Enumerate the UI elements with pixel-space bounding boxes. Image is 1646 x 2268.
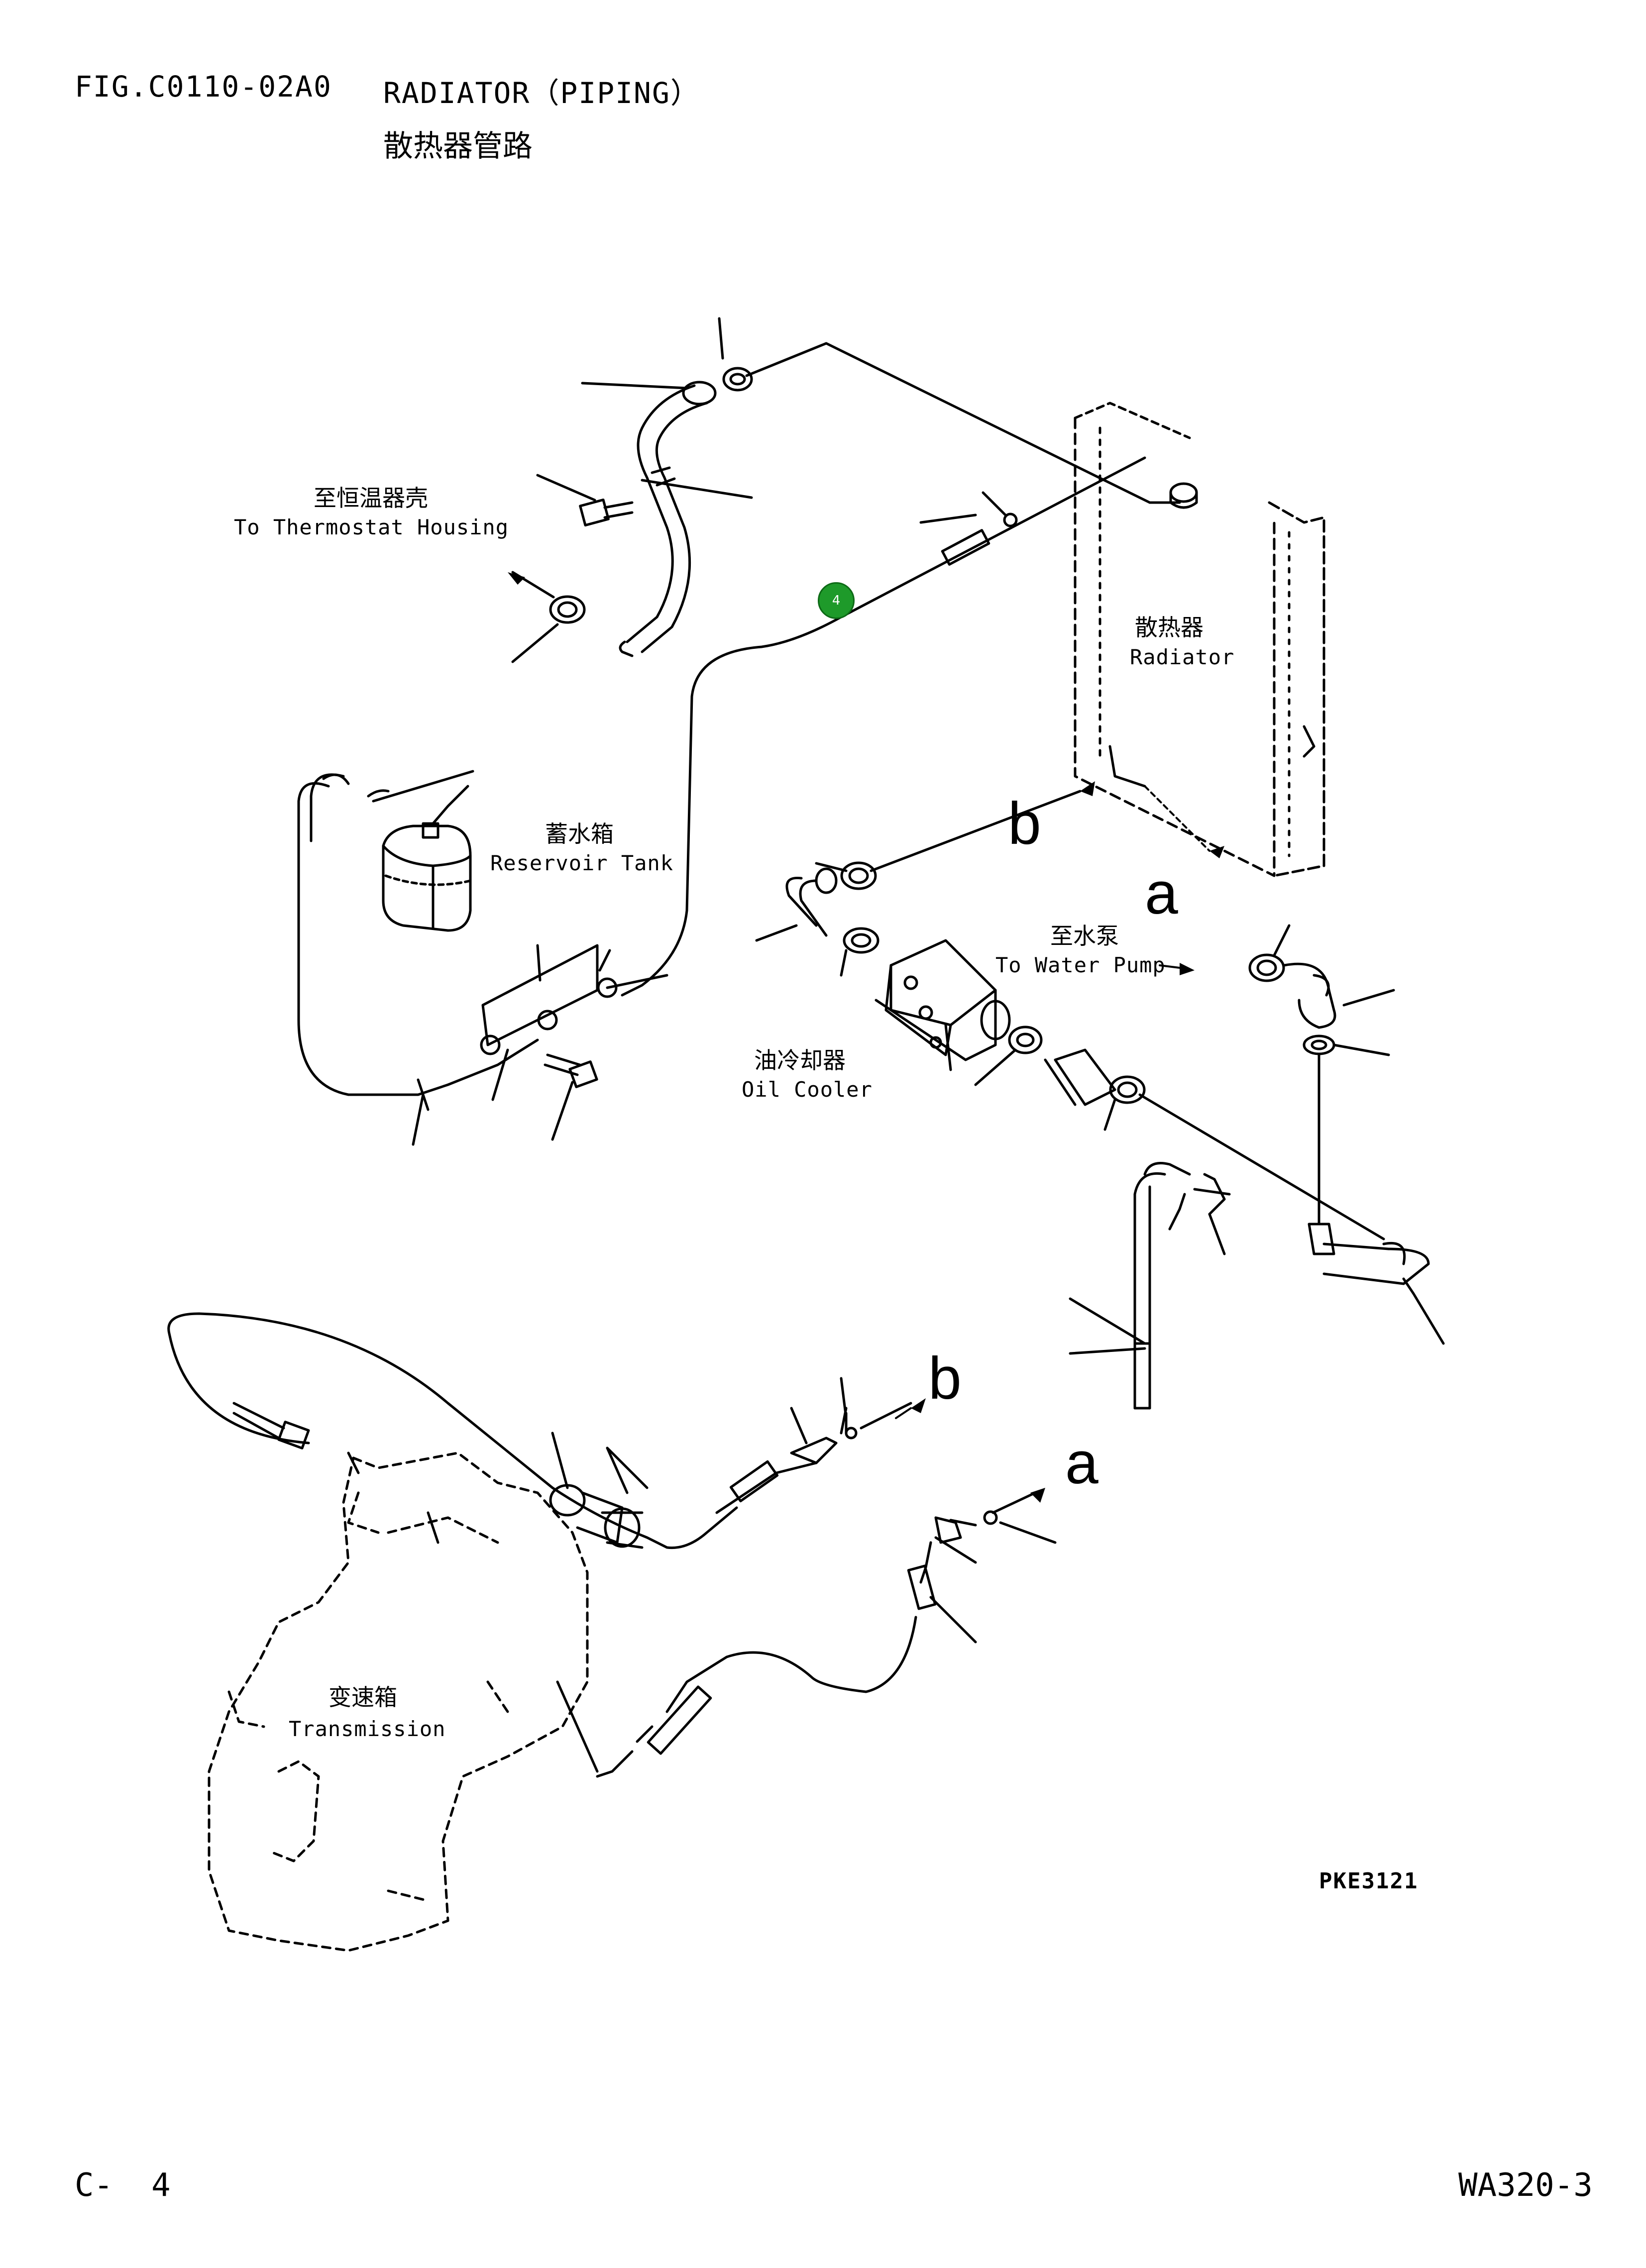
lower-b-connector bbox=[715, 1377, 912, 1514]
radiator-label-en: Radiator bbox=[1130, 645, 1235, 669]
water-pump-label-cn: 至水泵 bbox=[1050, 923, 1119, 949]
radiator-label-cn: 散热器 bbox=[1135, 614, 1204, 641]
reservoir-tank bbox=[367, 770, 474, 932]
thermostat-label-en: To Thermostat Housing bbox=[234, 515, 509, 539]
overflow-hose bbox=[621, 456, 1146, 997]
thermostat-clamp bbox=[511, 571, 586, 663]
vent-hose-top bbox=[718, 317, 1181, 504]
connection-mark-a-upper: a bbox=[1145, 860, 1178, 927]
oil-cooler bbox=[875, 939, 1011, 1071]
oil-cooler-label-en: Oil Cooler bbox=[742, 1077, 873, 1102]
transmission-fitting bbox=[549, 1432, 649, 1549]
lower-a-connector bbox=[907, 1491, 1057, 1644]
oil-cooler-label-cn: 油冷却器 bbox=[754, 1047, 846, 1074]
thermostat-bolt bbox=[536, 474, 634, 527]
thermostat-label-cn: 至恒温器壳 bbox=[314, 485, 428, 512]
connection-mark-b-upper: b bbox=[1008, 790, 1041, 857]
figure-title: RADIATOR（PIPING） bbox=[383, 76, 700, 110]
vertical-pipe bbox=[1069, 1162, 1231, 1410]
leader-arrows bbox=[508, 572, 1224, 1503]
connection-mark-a-lower: a bbox=[1065, 1430, 1098, 1496]
page-number: C- 4 bbox=[75, 2167, 171, 2204]
drawing-code: PKE3121 bbox=[1319, 1868, 1419, 1894]
transmission-cooler-line bbox=[167, 1312, 738, 1549]
part-callout-4[interactable]: 4 bbox=[818, 582, 855, 619]
oil-cooler-inlet-hose bbox=[755, 790, 1082, 977]
reservoir-label-en: Reservoir Tank bbox=[490, 851, 674, 875]
water-pump-label-en: To Water Pump bbox=[995, 953, 1166, 977]
radiator-body bbox=[1074, 402, 1325, 877]
right-connector bbox=[1303, 1034, 1445, 1345]
transmission-outline bbox=[208, 1451, 589, 1952]
figure-number: FIG.C0110-02A0 bbox=[75, 70, 332, 103]
water-pump-elbow bbox=[1248, 924, 1395, 1029]
thermostat-hose bbox=[581, 381, 753, 657]
bracket-bolt bbox=[544, 1053, 598, 1141]
reservoir-drain-hose bbox=[297, 773, 449, 1146]
figure-title-chinese: 散热器管路 bbox=[383, 129, 533, 164]
hose-bracket bbox=[446, 944, 668, 1101]
transmission-return-line bbox=[556, 1616, 917, 1778]
oil-cooler-outlet-hose bbox=[974, 1026, 1385, 1240]
transmission-label-en: Transmission bbox=[289, 1717, 446, 1741]
reservoir-label-cn: 蓄水箱 bbox=[545, 821, 614, 847]
connection-mark-b-lower: b bbox=[928, 1345, 962, 1412]
model-number: WA320-3 bbox=[1458, 2167, 1593, 2204]
transmission-label-cn: 变速箱 bbox=[329, 1684, 397, 1711]
